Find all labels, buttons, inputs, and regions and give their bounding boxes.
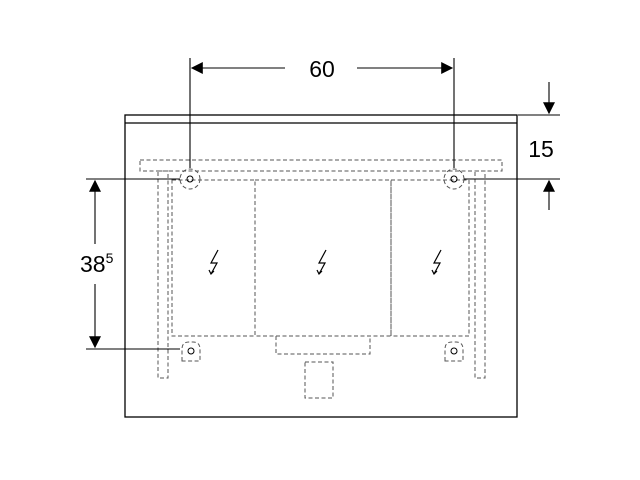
lightning-bolt-icon <box>431 249 442 276</box>
lightning-bolt-icon <box>316 249 327 276</box>
mount-hole-left-outer <box>179 168 201 190</box>
mount-clip-left <box>181 341 201 362</box>
compartment-right <box>390 179 470 337</box>
dimension-offset-label: 15 <box>528 136 554 162</box>
dimension-vertical-main: 38 <box>80 251 106 277</box>
hidden-structure <box>139 159 503 399</box>
top-rail <box>139 159 503 172</box>
mount-hole-right-outer <box>443 168 465 190</box>
dimension-vertical-label: 385 <box>80 250 114 277</box>
dimension-offset <box>464 82 560 210</box>
mount-point-top-left <box>186 175 194 183</box>
cabinet-outline <box>124 114 518 418</box>
dimension-vertical-superscript: 5 <box>106 250 114 266</box>
left-post <box>157 170 169 379</box>
mount-clip-right <box>444 341 464 362</box>
compartment-left <box>171 179 256 337</box>
mount-point-bottom-left <box>187 347 195 355</box>
lightning-bolt-icon <box>208 249 219 276</box>
mount-points <box>186 175 458 355</box>
mount-point-bottom-right <box>450 347 458 355</box>
socket-box <box>304 361 334 399</box>
dimension-horizontal <box>189 58 455 168</box>
compartment-center <box>254 179 392 337</box>
mount-point-top-right <box>450 175 458 183</box>
dimension-horizontal-label: 60 <box>309 56 335 82</box>
dimension-vertical <box>86 178 180 350</box>
bottom-bracket <box>275 336 371 355</box>
right-post <box>474 170 486 379</box>
